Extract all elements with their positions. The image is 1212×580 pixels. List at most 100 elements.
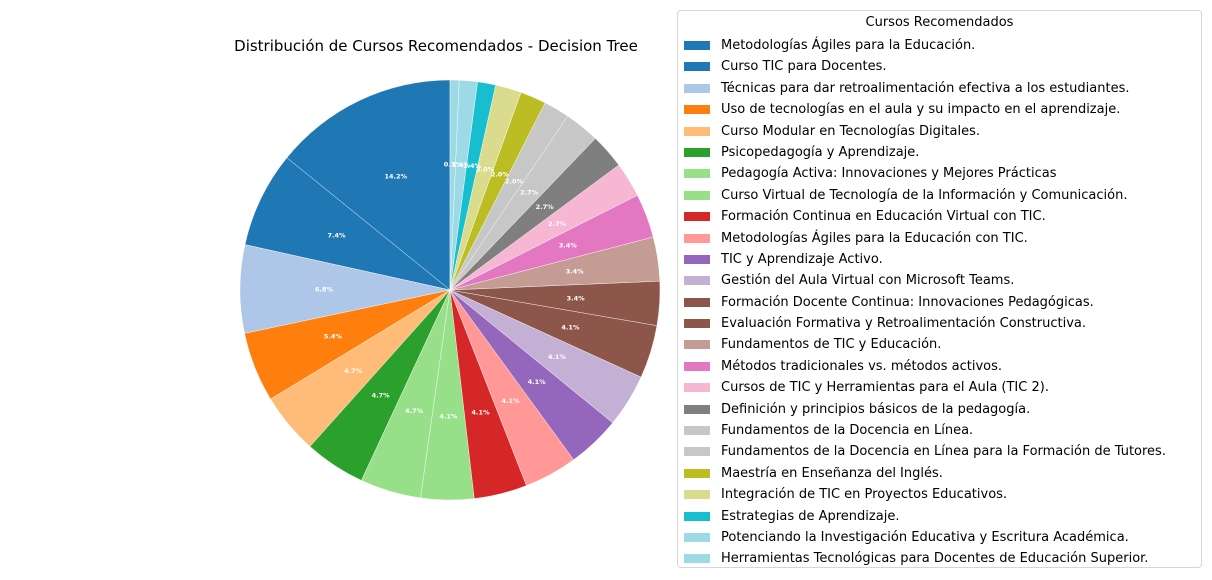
legend-item: Curso TIC para Docentes.	[678, 56, 1201, 77]
legend-swatch	[684, 105, 710, 115]
legend-label: Métodos tradicionales vs. métodos activo…	[721, 358, 1003, 374]
legend-swatch	[684, 532, 710, 542]
legend-label: Herramientas Tecnológicas para Docentes …	[721, 551, 1149, 567]
legend-swatch	[684, 383, 710, 393]
pie-slice-label-25: 0.7%	[444, 160, 463, 168]
pie-slice-label-13: 4.1%	[561, 323, 580, 331]
legend-swatch	[684, 126, 710, 136]
legend-label: Potenciando la Investigación Educativa y…	[721, 529, 1129, 545]
pie-slice-label-18: 2.7%	[536, 203, 555, 211]
legend-swatch	[684, 169, 710, 179]
legend-label: Fundamentos de la Docencia en Línea.	[721, 423, 974, 439]
legend-swatch	[684, 233, 710, 243]
chart-title: Distribución de Cursos Recomendados - De…	[234, 37, 638, 55]
legend-item: Integración de TIC en Proyectos Educativ…	[678, 484, 1201, 505]
legend-label: Maestría en Enseñanza del Inglés.	[721, 465, 943, 481]
legend-swatch	[684, 426, 710, 436]
legend-item: Métodos tradicionales vs. métodos activo…	[678, 356, 1201, 377]
legend-label: Fundamentos de TIC y Educación.	[721, 337, 942, 353]
legend-swatch	[684, 361, 710, 371]
legend-item: Maestría en Enseñanza del Inglés.	[678, 463, 1201, 484]
legend-label: Cursos de TIC y Herramientas para el Aul…	[721, 380, 1049, 396]
legend-swatch	[684, 511, 710, 521]
pie-slice-label-7: 4.7%	[405, 407, 424, 415]
pie-slice-label-3: 6.8%	[315, 286, 334, 294]
legend-item: Fundamentos de TIC y Educación.	[678, 334, 1201, 355]
pie-slice-label-8: 4.1%	[439, 412, 458, 420]
legend-swatch	[684, 404, 710, 414]
pie-slice-label-6: 4.7%	[372, 392, 391, 400]
legend-label: Definición y principios básicos de la pe…	[721, 401, 1031, 417]
pie-slice-label-19: 2.7%	[520, 188, 539, 196]
legend-label: Formación Docente Continua: Innovaciones…	[721, 294, 1094, 310]
legend-item: Formación Continua en Educación Virtual …	[678, 206, 1201, 227]
legend-item: Fundamentos de la Docencia en Línea.	[678, 420, 1201, 441]
legend-label: Uso de tecnologías en el aula y su impac…	[721, 102, 1121, 118]
legend-item: Evaluación Formativa y Retroalimentación…	[678, 313, 1201, 334]
pie-slice-label-10: 4.1%	[501, 397, 520, 405]
legend-item: Formación Docente Continua: Innovaciones…	[678, 292, 1201, 313]
pie-slice-label-24: 1.4%	[452, 161, 471, 169]
pie-slice-25	[449, 79, 460, 291]
legend-label: Curso Virtual de Tecnología de la Inform…	[721, 187, 1128, 203]
legend-item: Pedagogía Activa: Innovaciones y Mejores…	[678, 163, 1201, 184]
legend-swatch	[684, 468, 710, 478]
legend-list: Metodologías Ágiles para la Educación. Cu…	[678, 35, 1201, 570]
legend-item: Cursos de TIC y Herramientas para el Aul…	[678, 377, 1201, 398]
legend-label: Evaluación Formativa y Retroalimentación…	[721, 316, 1086, 332]
legend-item: Uso de tecnologías en el aula y su impac…	[678, 99, 1201, 120]
legend-swatch	[684, 83, 710, 93]
legend-label: Fundamentos de la Docencia en Línea para…	[721, 444, 1166, 460]
legend-label: Metodologías Ágiles para la Educación.	[721, 38, 976, 53]
legend-title: Cursos Recomendados	[865, 15, 1014, 30]
legend-label: Técnicas para dar retroalimentación efec…	[721, 80, 1130, 96]
legend-swatch	[684, 254, 710, 264]
pie-slice-label-5: 4.7%	[344, 367, 363, 375]
legend-item: Potenciando la Investigación Educativa y…	[678, 527, 1201, 548]
legend-swatch	[684, 276, 710, 286]
pie-slice-label-15: 3.4%	[566, 268, 585, 276]
pie-slice-label-17: 2.7%	[548, 220, 567, 228]
pie-slice-label-4: 5.4%	[324, 333, 343, 341]
pie-slice-label-9: 4.1%	[471, 409, 490, 417]
legend-label: Formación Continua en Educación Virtual …	[721, 209, 1046, 225]
legend-swatch	[684, 62, 710, 72]
legend-item: Curso Virtual de Tecnología de la Inform…	[678, 185, 1201, 206]
pie-slice-label-1: 14.2%	[385, 173, 408, 181]
legend-label: Curso Modular en Tecnologías Digitales.	[721, 123, 981, 139]
pie-slice-label-2: 7.4%	[327, 232, 346, 240]
legend-swatch	[684, 340, 710, 350]
pie-slice-label-14: 3.4%	[567, 294, 586, 302]
legend-swatch	[684, 41, 710, 50]
legend-swatch	[684, 554, 710, 564]
legend-item: TIC y Aprendizaje Activo.	[678, 249, 1201, 270]
legend-item: Definición y principios básicos de la pe…	[678, 399, 1201, 420]
legend-label: Psicopedagogía y Aprendizaje.	[721, 144, 920, 160]
legend-label: Metodologías Ágiles para la Educación co…	[721, 230, 1028, 246]
legend-label: TIC y Aprendizaje Activo.	[721, 251, 883, 267]
legend-item: Metodologías Ágiles para la Educación co…	[678, 228, 1201, 249]
legend-item: Estrategias de Aprendizaje.	[678, 506, 1201, 527]
legend-item: Gestión del Aula Virtual con Microsoft T…	[678, 270, 1201, 291]
legend-swatch	[684, 190, 710, 200]
pie-slice-label-21: 2.0%	[491, 171, 510, 179]
legend-item: Herramientas Tecnológicas para Docentes …	[678, 548, 1201, 569]
legend-item: Metodologías Ágiles para la Educación.	[678, 35, 1201, 56]
pie-slice-label-11: 4.1%	[528, 378, 547, 386]
legend-item: Técnicas para dar retroalimentación efec…	[678, 78, 1201, 99]
legend-item: Fundamentos de la Docencia en Línea para…	[678, 441, 1201, 462]
legend-swatch	[684, 447, 710, 457]
legend-item: Curso Modular en Tecnologías Digitales.	[678, 121, 1201, 142]
legend-swatch	[684, 147, 710, 157]
legend-swatch	[684, 319, 710, 329]
legend: Cursos Recomendados Metodologías Ágiles …	[677, 10, 1202, 568]
pie-slice-label-22: 2.0%	[476, 165, 495, 173]
legend-label: Pedagogía Activa: Innovaciones y Mejores…	[721, 166, 1057, 182]
legend-label: Estrategias de Aprendizaje.	[721, 508, 900, 524]
legend-label: Gestión del Aula Virtual con Microsoft T…	[721, 273, 1015, 289]
pie-slice-1	[286, 79, 451, 291]
pie-slice-2	[244, 157, 451, 291]
legend-swatch	[684, 212, 710, 222]
legend-item: Psicopedagogía y Aprendizaje.	[678, 142, 1201, 163]
pie-slice-label-20: 2.0%	[505, 178, 524, 186]
